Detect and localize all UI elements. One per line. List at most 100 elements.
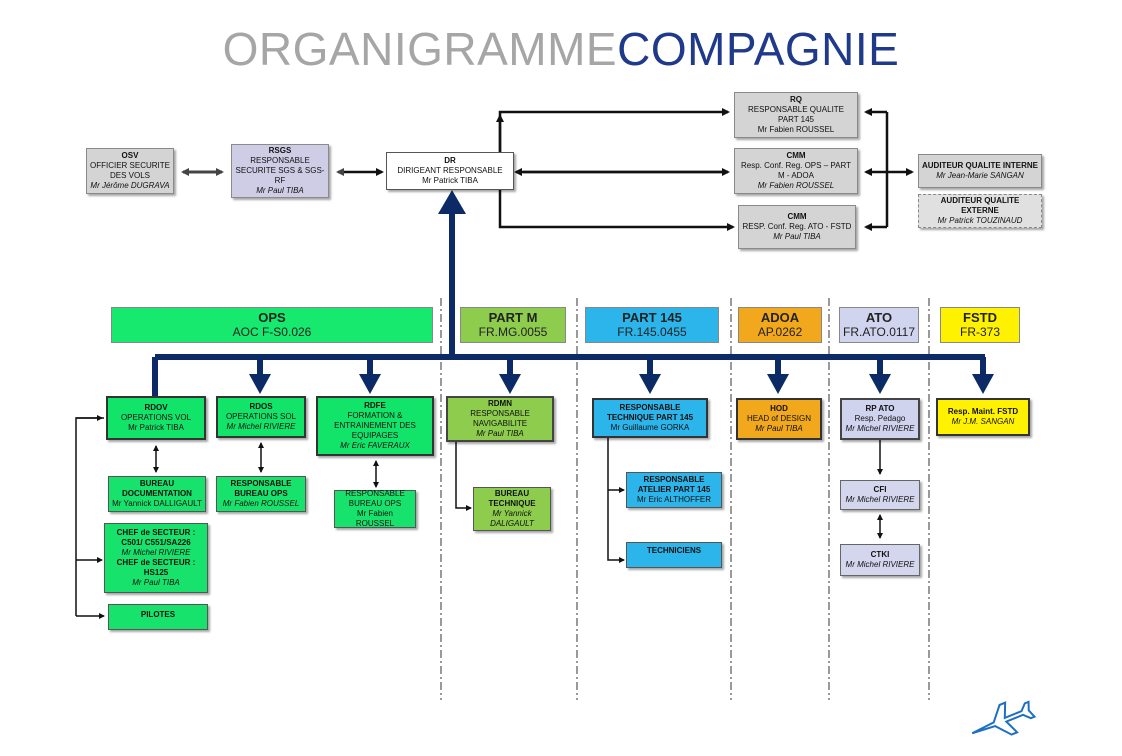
osv-role: OFFICIER SECURITE DES VOLS (89, 161, 170, 180)
dept-part145-ref: FR.145.0455 (617, 325, 687, 339)
dept-fstd-ref: FR-373 (959, 325, 1000, 339)
hod-role: HEAD of DESIGN (746, 414, 811, 423)
auditeur-externe-person: Mr Patrick TOUZINAUD (937, 216, 1023, 225)
cmm-ops-code: CMM (786, 151, 806, 160)
osv-code: OSV (121, 151, 139, 160)
resp-maint-fstd-person: Mr J.M. SANGAN (951, 417, 1015, 426)
cfi-code: CFI (873, 485, 887, 494)
cmm-ops-role: Resp. Conf. Reg. OPS – PART M - ADOA (741, 161, 851, 180)
responsable-technique-box: RESPONSABLE TECHNIQUE PART 145 Mr Guilla… (592, 398, 708, 438)
dept-adoa-ref: AP.0262 (757, 325, 803, 339)
auditeur-interne-role: AUDITEUR QUALITE INTERNE (922, 161, 1038, 170)
rdos-role: OPERATIONS SOL (225, 412, 297, 421)
title-part2: COMPAGNIE (617, 23, 900, 75)
dr-code: DR (444, 156, 456, 165)
cfi-box: CFI Mr Michel RIVIERE (840, 480, 920, 510)
resp-bureau-ops-1-role: RESPONSABLE BUREAU OPS (230, 479, 292, 498)
cmm-ops-person: Mr Fabien ROUSSEL (757, 181, 835, 190)
rq-code: RQ (790, 95, 802, 104)
rsgs-code: RSGS (268, 146, 292, 155)
chef-secteur-line2: CHEF de SECTEUR : HS125 (116, 558, 196, 577)
dr-role: DIRIGEANT RESPONSABLE (397, 166, 503, 175)
responsable-atelier-box: RESPONSABLE ATELIER PART 145 Mr Eric ALT… (626, 472, 722, 508)
rdos-person: Mr Michel RIVIERE (226, 422, 296, 431)
techniciens-box: TECHNICIENS (626, 542, 722, 568)
rdfe-role: FORMATION & ENTRAINEMENT DES EQUIPAGES (334, 411, 416, 440)
dr-person: Mr Patrick TIBA (422, 176, 478, 185)
dept-ops-name: OPS (258, 310, 286, 325)
dr-box: DR DIRIGEANT RESPONSABLE Mr Patrick TIBA (386, 152, 514, 190)
dept-ato: ATO FR.ATO.0117 (839, 307, 919, 343)
techniciens-role: TECHNICIENS (646, 546, 702, 555)
ctki-person: Mr Michel RIVIERE (845, 560, 915, 569)
rp-ato-role: Resp. Pedago (854, 414, 906, 423)
responsable-atelier-role: RESPONSABLE ATELIER PART 145 (637, 475, 711, 494)
rsgs-person: Mr Paul TIBA (256, 186, 304, 195)
rdos-box: RDOS OPERATIONS SOL Mr Michel RIVIERE (216, 396, 306, 438)
dept-fstd-name: FSTD (963, 310, 997, 325)
dept-partm: PART M FR.MG.0055 (460, 307, 566, 343)
rdmn-box: RDMN RESPONSABLE NAVIGABILITE Mr Paul TI… (446, 396, 554, 442)
hod-code: HOD (770, 404, 788, 413)
cmm-ato-role: RESP. Conf. Reg. ATO - FSTD (742, 222, 852, 231)
resp-maint-fstd-role: Resp. Maint. FSTD (947, 407, 1019, 416)
rsgs-box: RSGS RESPONSABLE SECURITE SGS & SGS-RF M… (231, 144, 329, 198)
rdov-person: Mr Patrick TIBA (128, 423, 184, 432)
cfi-person: Mr Michel RIVIERE (845, 495, 915, 504)
bureau-technique-role: BUREAU TECHNIQUE (488, 489, 536, 508)
dept-adoa-name: ADOA (760, 310, 800, 325)
chef-secteur-person1: Mr Michel RIVIERE (121, 548, 191, 557)
responsable-technique-role: RESPONSABLE TECHNIQUE PART 145 (606, 403, 694, 422)
dept-part145: PART 145 FR.145.0455 (585, 307, 719, 343)
resp-bureau-ops-2-person: Mr Fabien ROUSSEL (355, 509, 395, 528)
resp-bureau-ops-1-box: RESPONSABLE BUREAU OPS Mr Fabien ROUSSEL (216, 476, 306, 512)
rq-person: Mr Fabien ROUSSEL (757, 125, 835, 134)
chef-secteur-box: CHEF de SECTEUR : C501/ C551/SA226 Mr Mi… (104, 523, 208, 593)
bureau-technique-person: Mr Yannick DALIGAULT (490, 509, 534, 528)
dept-partm-ref: FR.MG.0055 (478, 325, 548, 339)
rdmn-code: RDMN (488, 399, 512, 408)
responsable-atelier-person: Mr Eric ALTHOFFER (636, 495, 712, 504)
rdmn-person: Mr Paul TIBA (476, 429, 524, 438)
resp-bureau-ops-2-box: RESPONSABLE BUREAU OPS Mr Fabien ROUSSEL (334, 489, 416, 528)
rp-ato-box: RP ATO Resp. Pedago Mr Michel RIVIERE (840, 398, 920, 440)
rdov-role: OPERATIONS VOL (120, 413, 192, 422)
rdov-code: RDOV (144, 403, 168, 412)
responsable-technique-person: Mr Guillaume GORKA (610, 423, 690, 432)
title-part1: ORGANIGRAMME (222, 23, 618, 75)
rdfe-person: Mr Eric FAVERAUX (340, 441, 410, 450)
rdfe-code: RDFE (364, 401, 386, 410)
pilotes-role: PILOTES (140, 610, 176, 619)
bureau-documentation-person: Mr Yannick DALLIGAULT (112, 499, 202, 508)
rdmn-role: RESPONSABLE NAVIGABILITE (470, 409, 530, 428)
rp-ato-person: Mr Michel RIVIERE (845, 424, 915, 433)
auditeur-interne-person: Mr Jean-Marie SANGAN (936, 171, 1024, 180)
dept-ato-ref: FR.ATO.0117 (842, 325, 916, 339)
dept-ops: OPS AOC F-S0.026 (111, 307, 433, 343)
resp-bureau-ops-2-role: RESPONSABLE BUREAU OPS (345, 489, 405, 508)
resp-maint-fstd-box: Resp. Maint. FSTD Mr J.M. SANGAN (936, 398, 1030, 436)
auditeur-interne-box: AUDITEUR QUALITE INTERNE Mr Jean-Marie S… (918, 154, 1042, 188)
rdfe-box: RDFE FORMATION & ENTRAINEMENT DES EQUIPA… (316, 396, 434, 456)
auditeur-externe-box: AUDITEUR QUALITE EXTERNE Mr Patrick TOUZ… (918, 194, 1042, 228)
auditeur-externe-role: AUDITEUR QUALITE EXTERNE (940, 196, 1020, 215)
bureau-technique-box: BUREAU TECHNIQUE Mr Yannick DALIGAULT (473, 487, 551, 531)
osv-person: Mr Jérôme DUGRAVA (90, 181, 170, 190)
hod-person: Mr Paul TIBA (755, 424, 803, 433)
rp-ato-code: RP ATO (865, 404, 895, 413)
ctki-box: CTKI Mr Michel RIVIERE (840, 544, 920, 576)
dept-ops-ref: AOC F-S0.026 (232, 325, 312, 339)
rdov-box: RDOV OPERATIONS VOL Mr Patrick TIBA (106, 396, 206, 440)
rq-role: RESPONSABLE QUALITE PART 145 (747, 105, 845, 124)
cmm-ato-code: CMM (787, 212, 807, 221)
dept-adoa: ADOA AP.0262 (738, 307, 822, 343)
rq-box: RQ RESPONSABLE QUALITE PART 145 Mr Fabie… (734, 92, 858, 138)
cmm-ato-person: Mr Paul TIBA (773, 232, 821, 241)
dept-partm-name: PART M (488, 310, 538, 325)
rsgs-role: RESPONSABLE SECURITE SGS & SGS-RF (235, 156, 325, 185)
cmm-ato-box: CMM RESP. Conf. Reg. ATO - FSTD Mr Paul … (738, 205, 856, 249)
dept-part145-name: PART 145 (622, 310, 682, 325)
cmm-ops-box: CMM Resp. Conf. Reg. OPS – PART M - ADOA… (734, 148, 858, 194)
dept-fstd: FSTD FR-373 (940, 307, 1020, 343)
bureau-documentation-role: BUREAU DOCUMENTATION (122, 479, 192, 498)
